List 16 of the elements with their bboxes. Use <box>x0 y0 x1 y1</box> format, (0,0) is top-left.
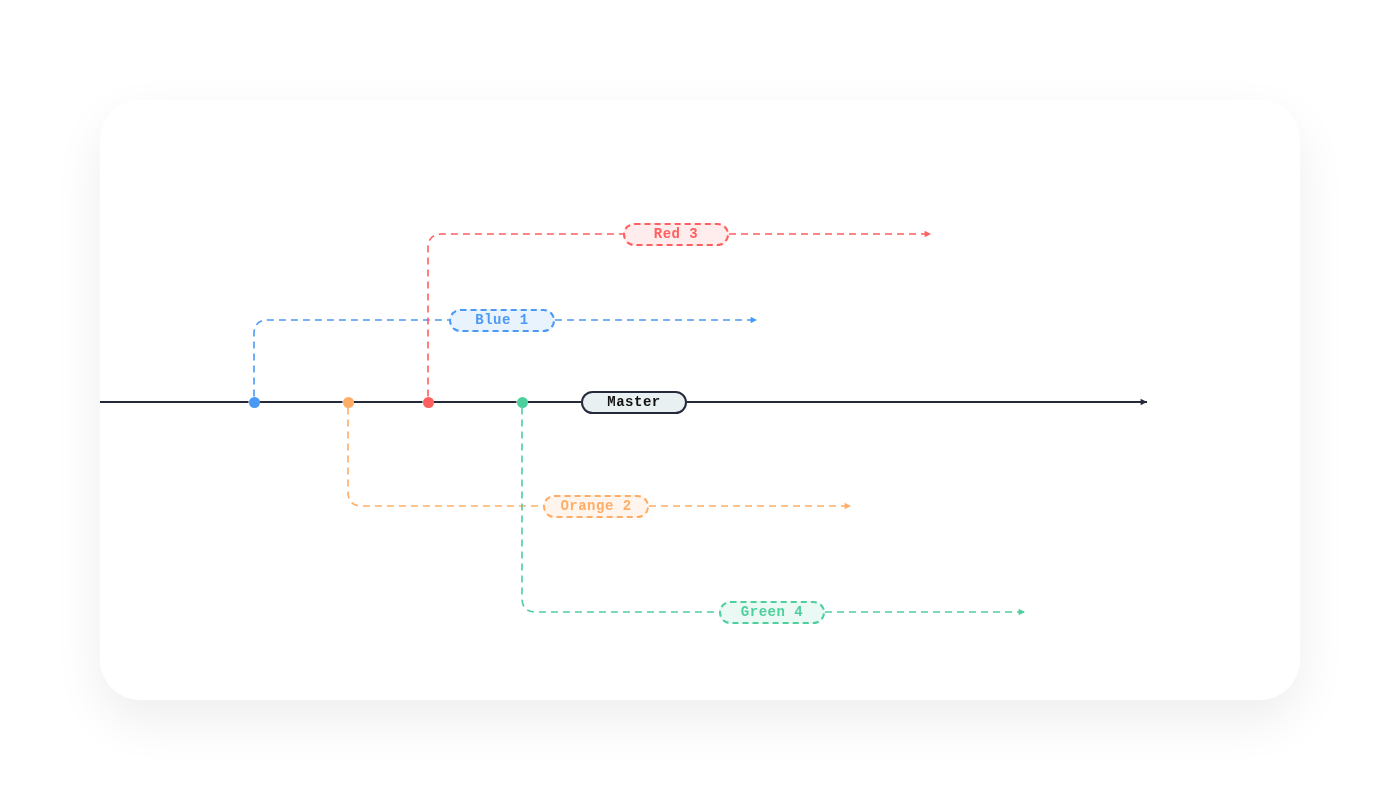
commit-dot <box>516 396 528 408</box>
connector-line <box>427 233 624 398</box>
arrow <box>648 502 852 510</box>
commit-dot <box>342 396 354 408</box>
arrow <box>728 230 932 238</box>
connector-line <box>99 401 250 403</box>
arrow <box>824 608 1026 616</box>
connector-line <box>526 401 582 403</box>
arrow <box>686 398 1148 406</box>
connector-line <box>432 401 518 403</box>
connector-line <box>352 401 424 403</box>
commit-dot <box>422 396 434 408</box>
arrow <box>554 316 758 324</box>
commit-dot <box>248 396 260 408</box>
connector-line <box>253 319 450 398</box>
connector-line <box>258 401 344 403</box>
